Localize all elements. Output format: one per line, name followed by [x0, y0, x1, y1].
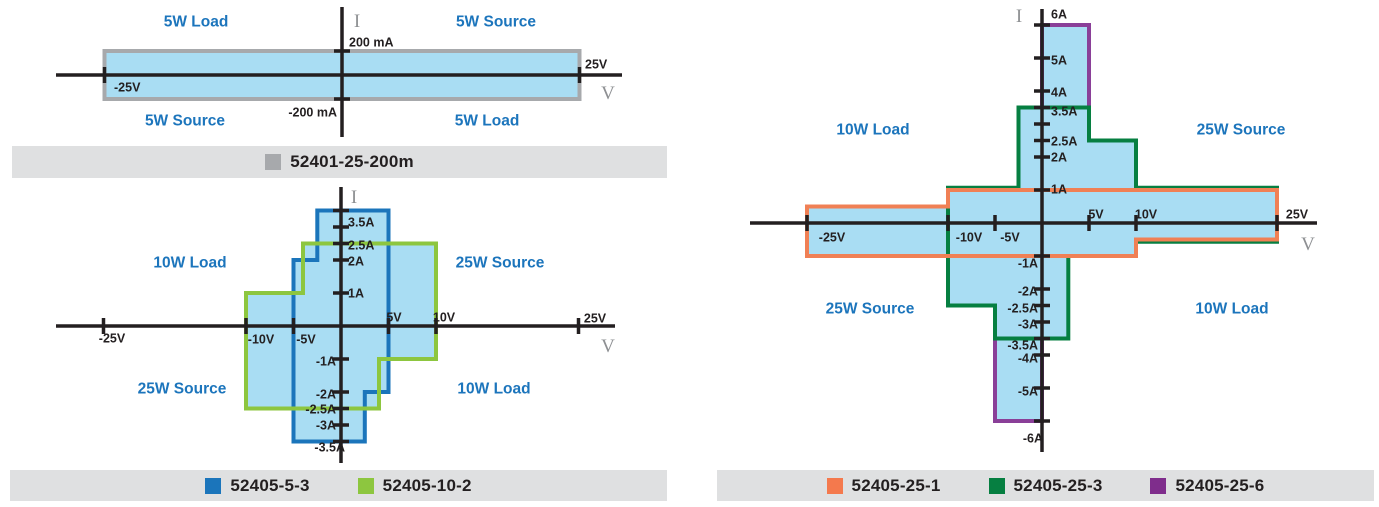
tick-label-neg3A: -3A: [1018, 318, 1038, 332]
tick-label-neg6A: -6A: [1023, 432, 1043, 446]
quadrant-label: 25W Source: [826, 301, 915, 318]
region-fill-52405-25-6-top: [1042, 25, 1089, 108]
tick-label-10V: 10V: [1135, 208, 1158, 222]
legend-swatch-orange-icon: [826, 477, 843, 494]
y-axis-letter: I: [351, 187, 357, 208]
tick-label-2p5A: 2.5A: [1051, 135, 1077, 149]
tick-label-neg25V: -25V: [99, 332, 126, 346]
quadrant-label: 5W Source: [145, 113, 225, 130]
quadrant-label: 10W Load: [836, 122, 909, 139]
tick-label-2A: 2A: [348, 255, 364, 269]
region-fill-52405-25-6-bottom: [995, 338, 1042, 421]
legend-swatch-blue-icon: [205, 477, 222, 494]
legend-item: 52401-25-200m: [265, 152, 414, 172]
tick-label-neg10V: -10V: [248, 333, 275, 347]
y-axis-letter: I: [354, 11, 360, 32]
tick-label-5A: 5A: [1051, 54, 1067, 68]
legend-label: 52405-25-6: [1175, 475, 1265, 495]
tick-label-5V: 5V: [386, 311, 402, 325]
legend-label: 52405-25-1: [851, 475, 941, 495]
chart-52405-5-3-and-52405-10-2: I V 3.5A 2.5A 2A 1A -1A -2A-2.5A -3A -3.5A -25V -10…: [56, 187, 615, 463]
x-axis-letter: V: [1301, 234, 1315, 255]
tick-label-4A: 4A: [1051, 86, 1067, 100]
quadrant-label: 25W Source: [456, 255, 545, 272]
y-axis-letter: I: [1016, 6, 1022, 27]
legend-item: 52405-25-6: [1150, 476, 1264, 496]
legend-label: 52401-25-200m: [290, 152, 414, 171]
tick-label-neg2A: -2A: [1018, 285, 1038, 299]
tick-label-neg25V: -25V: [114, 81, 141, 95]
quadrant-label: 10W Load: [153, 255, 226, 272]
legend-label: 52405-10-2: [382, 475, 472, 495]
legend-swatch-lightgreen-icon: [357, 477, 374, 494]
legend-item: 52405-25-1: [826, 475, 941, 496]
legend-label: 52405-25-3: [1013, 475, 1103, 495]
tick-label-2A: 2A: [1051, 151, 1067, 165]
chart-52405-25-1-25-3-25-6: IV6A5A4A3.5A2.5A2A1A-1A-2A-2.5A-3A-3.5A-…: [750, 6, 1317, 452]
tick-label-neg1A: -1A: [316, 355, 336, 369]
tick-label-neg4A: -4A: [1018, 352, 1038, 366]
tick-label-neg2p5A: -2.5A: [1007, 302, 1038, 316]
legend-bar-52405-low-voltage: 52405-5-3 52405-10-2: [10, 470, 667, 501]
legend-bar-52401: 52401-25-200m: [12, 146, 667, 178]
tick-label-neg3p5A: -3.5A: [1007, 339, 1038, 353]
quadrant-label: 10W Load: [1195, 301, 1268, 318]
tick-label-neg5A: -5A: [1018, 385, 1038, 399]
tick-label-neg5V: -5V: [1000, 231, 1020, 245]
tick-label-neg25V: -25V: [819, 231, 846, 245]
chart-52401-25-200m: I V 200 mA -200 mA 25V -25V 5W Load 5W Source 5W…: [56, 7, 622, 137]
legend-swatch-purple-icon: [1150, 477, 1167, 494]
legend-item: 52405-25-3: [988, 475, 1103, 496]
quadrant-label: 10W Load: [457, 381, 530, 398]
quadrant-label: 5W Load: [164, 14, 229, 31]
legend-bar-52405-25v: 52405-25-1 52405-25-3 52405-25-6: [717, 470, 1374, 501]
tick-label-neg3A: -3A: [316, 419, 336, 433]
region-outline-52405-25-1: [805, 188, 1279, 258]
tick-label-neg3p5A: -3.5A: [314, 441, 345, 455]
quadrant-label: 5W Load: [455, 113, 520, 130]
tick-label-neg2p5A: -2.5A: [305, 403, 336, 417]
tick-label-3p5A: 3.5A: [1051, 105, 1077, 119]
legend-swatch-darkgreen-icon: [988, 477, 1005, 494]
region-outline-52405-5-3: [291, 208, 391, 444]
tick-label-1A: 1A: [348, 287, 364, 301]
quadrant-label: 25W Source: [138, 381, 227, 398]
tick-label-1A: 1A: [1051, 183, 1067, 197]
legend-label: 52405-5-3: [230, 475, 310, 495]
tick-label-neg10V: -10V: [956, 231, 983, 245]
tick-label-2p5A: 2.5A: [348, 239, 374, 253]
legend-item: 52405-5-3: [205, 476, 309, 496]
tick-label-200mA: 200 mA: [349, 36, 393, 50]
legend-item: 52405-10-2: [357, 475, 472, 496]
tick-label-neg200mA: -200 mA: [288, 106, 337, 120]
tick-label-25V: 25V: [584, 312, 607, 326]
tick-label-25V: 25V: [585, 58, 608, 72]
region-outline-52405-10-2: [244, 241, 438, 411]
tick-label-neg2A: -2A: [316, 388, 336, 402]
tick-label-neg1A: -1A: [1018, 257, 1038, 271]
tick-label-6A: 6A: [1051, 8, 1067, 22]
x-axis-letter: V: [601, 83, 615, 104]
quadrant-label: 5W Source: [456, 14, 536, 31]
legend-swatch-gray-icon: [265, 154, 282, 170]
tick-label-3p5A: 3.5A: [348, 216, 374, 230]
x-axis-letter: V: [601, 336, 615, 357]
quadrant-label: 25W Source: [1197, 122, 1286, 139]
tick-label-neg5V: -5V: [296, 333, 316, 347]
tick-label-10V: 10V: [433, 311, 456, 325]
tick-label-25V: 25V: [1286, 208, 1309, 222]
tick-label-5V: 5V: [1088, 208, 1104, 222]
